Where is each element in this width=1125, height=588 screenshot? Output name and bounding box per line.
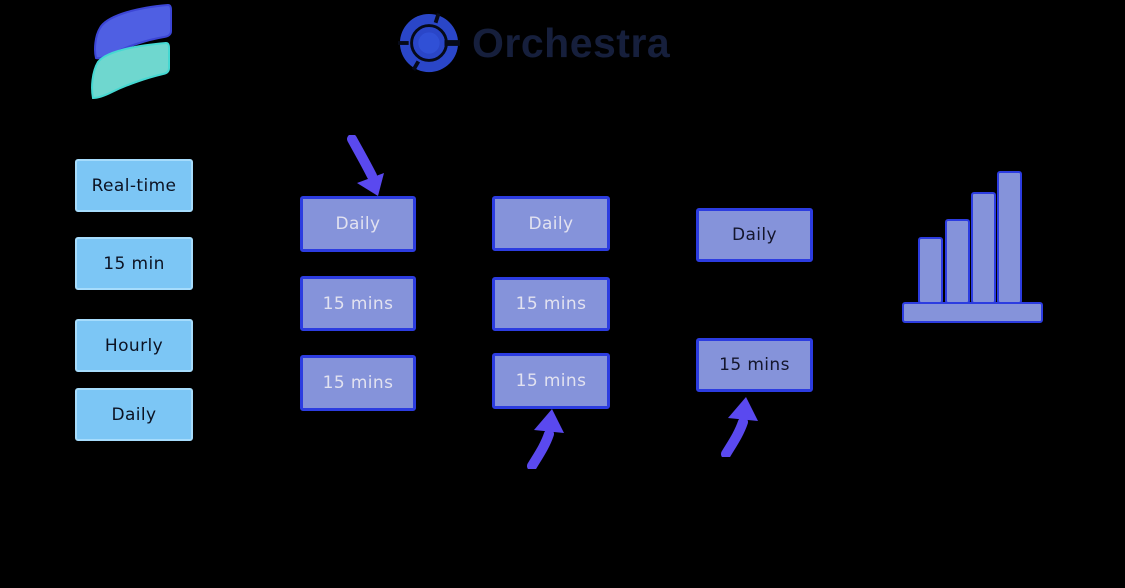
schedule-box: Daily: [300, 196, 416, 252]
arrow-down-icon: [347, 135, 384, 196]
source-box-daily: Daily: [75, 388, 193, 441]
orchestra-segmented-circle-icon: [398, 12, 460, 73]
schedule-box: 15 mins: [492, 353, 610, 409]
product-name: Orchestra: [472, 19, 671, 66]
schedule-box: Daily: [492, 196, 610, 251]
schedule-box: Daily: [696, 208, 813, 262]
orchestra-logo: Orchestra: [398, 12, 670, 74]
arrow-up-icon: [527, 409, 564, 469]
brand-ribbons-icon: [91, 3, 172, 100]
schedule-box: 15 mins: [300, 355, 416, 411]
source-box-realtime: Real-time: [75, 159, 193, 212]
schedule-box: 15 mins: [492, 277, 610, 331]
schedule-box: 15 mins: [300, 276, 416, 331]
source-box-15min: 15 min: [75, 237, 193, 290]
source-box-hourly: Hourly: [75, 319, 193, 372]
schedule-box: 15 mins: [696, 338, 813, 392]
bar-chart-icon: [902, 171, 1043, 323]
arrow-up-icon: [721, 397, 758, 457]
